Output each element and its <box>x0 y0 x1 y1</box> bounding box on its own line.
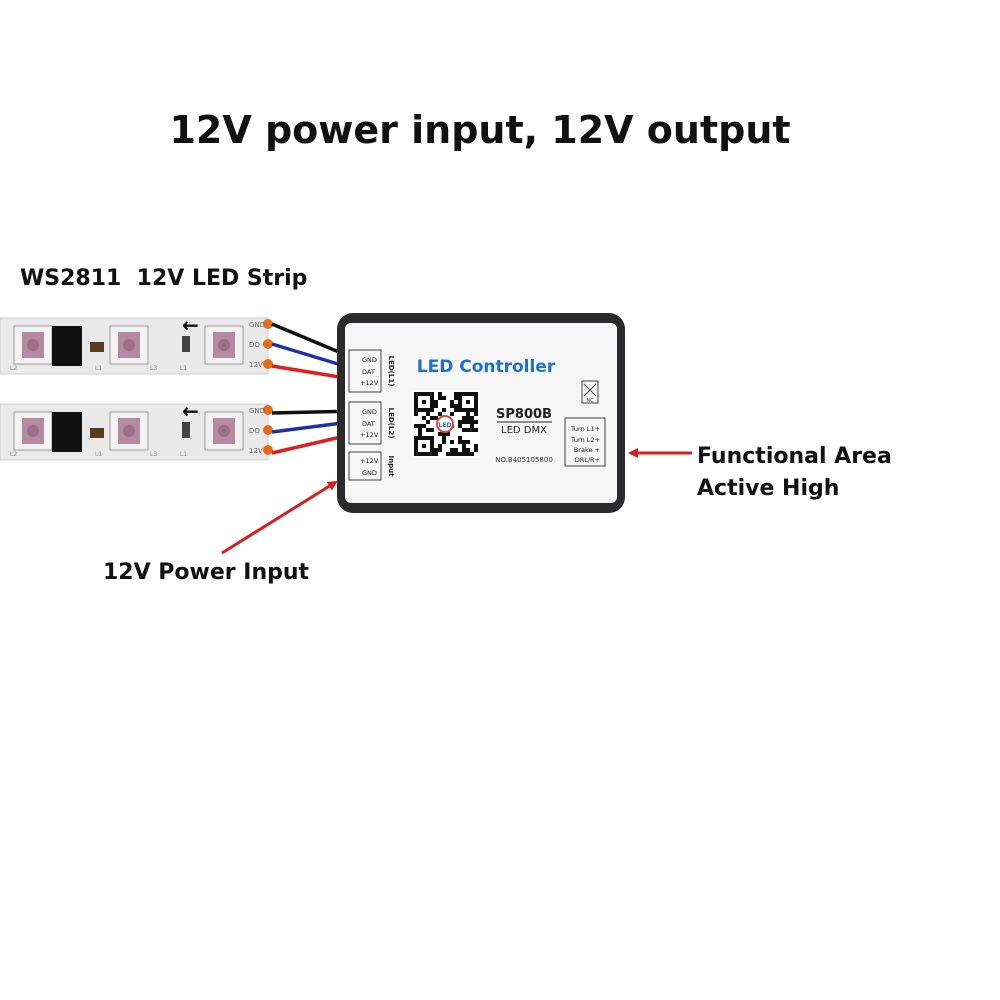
led-strip-2: ← GND DO 12V L2 L1 L3 L1 <box>0 399 273 461</box>
rgb-led <box>13 325 53 365</box>
direction-arrow-icon: ← <box>182 313 199 337</box>
rgb-led <box>13 411 53 451</box>
port-led2-name: LED(L2) <box>387 408 395 439</box>
strip-pad <box>263 405 273 415</box>
strip-mark: L2 <box>10 451 17 458</box>
strip-mark: L3 <box>150 451 157 458</box>
rgb-led <box>204 325 244 365</box>
port-led2 <box>348 401 382 445</box>
qr-badge-text: LED <box>439 422 452 429</box>
led-controller: LED Controller GND DAT +12V LED(L1) GND … <box>337 313 625 513</box>
functional-area-callout: Functional Area Active High <box>697 441 892 505</box>
functional-area-line1: Functional Area <box>697 444 892 469</box>
strip-pad-label: 12V <box>249 447 263 455</box>
port-led1-pin-3: +12V <box>360 379 379 387</box>
port-led1-name: LED(L1) <box>387 356 395 387</box>
qr-code <box>412 390 480 458</box>
port-led1-pin-2: DAT <box>362 368 375 376</box>
strip-mark: L1 <box>180 451 187 458</box>
controller-model: SP800B <box>496 407 552 422</box>
port-led2-pin-3: +12V <box>360 431 379 439</box>
nc-label: NC <box>586 398 594 404</box>
controller-serial: NO.B405105800 <box>495 456 553 464</box>
function-2: Turn L2+ <box>570 436 600 444</box>
function-1: Turn L1+ <box>570 425 600 433</box>
strip-pad <box>263 359 273 369</box>
strip-pad-label: 12V <box>249 361 263 369</box>
port-input <box>348 451 382 481</box>
strip-pad-label: GND <box>249 321 265 329</box>
strip-mark: L1 <box>180 365 187 372</box>
functional-area-line2: Active High <box>697 476 840 501</box>
led-strip-label: WS2811 12V LED Strip <box>20 266 308 291</box>
capacitor <box>182 336 190 352</box>
ws2811-chip <box>52 412 82 452</box>
resistor <box>90 342 104 352</box>
strip-pad-label: DO <box>249 341 260 349</box>
capacitor <box>182 422 190 438</box>
port-input-name: Input <box>387 456 395 478</box>
function-3: Brake + <box>574 446 600 454</box>
port-led2-pin-1: GND <box>362 408 377 416</box>
led-strip-1: ← GND DO 12V L2 L1 L3 L1 <box>0 313 273 375</box>
port-led1-pin-1: GND <box>362 356 377 364</box>
strip-mark: L3 <box>150 365 157 372</box>
power-input-arrow <box>221 480 338 555</box>
strip-pad <box>263 425 273 435</box>
port-led1 <box>348 349 382 393</box>
controller-label <box>345 323 617 503</box>
strip-mark: L1 <box>95 365 102 372</box>
strip-pad <box>263 339 273 349</box>
controller-brand: LED Controller <box>417 357 556 377</box>
nc-box <box>581 380 599 404</box>
page-title: 12V power input, 12V output <box>169 108 791 152</box>
port-functions <box>564 417 606 467</box>
rgb-led <box>109 411 149 451</box>
strip-pad-label: DO <box>249 427 260 435</box>
ws2811-chip <box>52 326 82 366</box>
qr-badge <box>436 415 454 433</box>
port-led2-pin-2: DAT <box>362 420 375 428</box>
port-input-pin-2: GND <box>362 469 377 477</box>
strip-pad <box>263 319 273 329</box>
resistor <box>90 428 104 438</box>
power-input-callout: 12V Power Input <box>103 560 310 585</box>
rgb-led <box>204 411 244 451</box>
function-4: DRL/R+ <box>575 456 600 464</box>
strip-pad-label: GND <box>249 407 265 415</box>
rgb-led <box>109 325 149 365</box>
port-input-pin-1: +12V <box>360 457 379 465</box>
strip-mark: L1 <box>95 451 102 458</box>
direction-arrow-icon: ← <box>182 399 199 423</box>
strip-mark: L2 <box>10 365 17 372</box>
controller-type: LED DMX <box>501 425 547 436</box>
strip-pad <box>263 445 273 455</box>
